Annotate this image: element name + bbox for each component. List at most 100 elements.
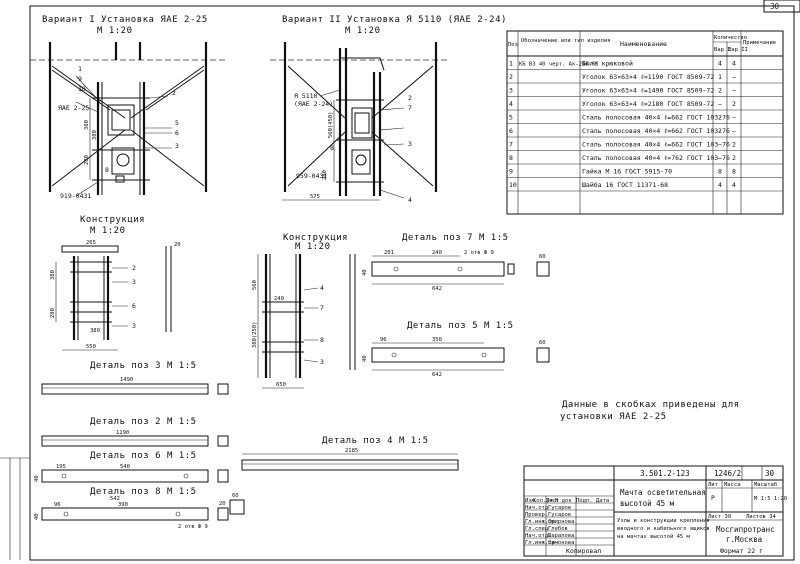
spec-row-name: Сталь полосовая 40×4 ℓ=762 ГОСТ 103-76 [582, 154, 730, 162]
sheet-border [29, 5, 795, 561]
svg-text:2: 2 [408, 94, 412, 102]
detail3-view: Деталь поз 3 М 1:5 1490 [41, 361, 229, 395]
data-note-line1: Данные в скобках приведены для [562, 399, 740, 410]
spec-row-v1: — [718, 100, 722, 108]
svg-text:60: 60 [232, 493, 239, 499]
role-name: Шарапова [548, 533, 575, 539]
spec-row-pos: 4 [509, 100, 513, 108]
svg-text:Лист 30: Лист 30 [708, 514, 731, 520]
spec-row-v1: 2 [718, 87, 722, 95]
spec-row-name: Гайка М 16 ГОСТ 5915-70 [582, 168, 672, 176]
detail2-title: Деталь поз 2 М 1:5 [90, 417, 197, 427]
svg-text:240: 240 [274, 296, 284, 302]
svg-text:Масштаб: Масштаб [754, 481, 777, 488]
role-name: Симонова [548, 540, 575, 546]
svg-text:380: 380 [50, 270, 56, 280]
svg-text:Масса: Масса [724, 482, 741, 488]
svg-text:2185: 2185 [345, 448, 358, 454]
svg-text:60: 60 [539, 340, 546, 346]
svg-text:Р: Р [711, 494, 715, 502]
svg-text:6: 6 [175, 129, 179, 137]
change-header: Изм [525, 498, 536, 504]
construction1-title: Конструкция [80, 215, 145, 225]
svg-text:4: 4 [408, 196, 412, 204]
detail6-title: Деталь поз 6 М 1:5 [90, 451, 197, 461]
svg-text:3: 3 [132, 278, 136, 286]
svg-text:240: 240 [432, 250, 442, 256]
svg-text:3: 3 [408, 140, 412, 148]
data-note-line2: установки ЯАЕ 2-25 [560, 412, 667, 422]
variant2-sub: 959-0431 [296, 172, 327, 180]
role-name: Смирнова [548, 519, 575, 525]
svg-text:3: 3 [132, 322, 136, 330]
subtitle-line1: Узлы и конструкции крепления [617, 518, 710, 524]
svg-text:20: 20 [219, 501, 226, 507]
spec-row-v2: 4 [732, 60, 736, 68]
detail3-title: Деталь поз 3 М 1:5 [90, 361, 197, 371]
spec-row-pos: 2 [509, 73, 513, 81]
svg-text:9: 9 [78, 75, 82, 83]
spec-row-v1: 4 [718, 181, 722, 189]
svg-text:Лит: Лит [708, 482, 718, 488]
variant2-view: Вариант II Установка Я 5110 (ЯАЕ 2-24) М… [270, 15, 506, 204]
spec-row-pos: 1 [509, 60, 513, 68]
spec-row-v1: 2 [718, 114, 722, 122]
subtitle-line2: вводного и кабельного ящиков [617, 525, 710, 532]
role-title: Нач.отд [525, 505, 549, 511]
svg-text:60: 60 [539, 254, 546, 260]
spec-row-name: Шайба 16 ГОСТ 11371-68 [582, 181, 668, 189]
svg-text:8: 8 [330, 144, 334, 152]
change-header: Кол.уч [533, 498, 553, 504]
change-header: Лист [546, 498, 559, 504]
detail8-view: Деталь поз 8 М 1:5 542 96 390 2 отв Ф 9 … [34, 487, 229, 530]
svg-text:2 отв Ф 9: 2 отв Ф 9 [178, 524, 208, 530]
spec-row-v2: 2 [732, 154, 736, 162]
construction1-view: Конструкция М 1:20 265 2 3 6 3 380 280 3… [50, 215, 181, 351]
svg-text:390: 390 [118, 502, 128, 508]
svg-text:2 отв Ф 9: 2 отв Ф 9 [464, 250, 494, 256]
spec-row-pos: 7 [509, 141, 513, 149]
svg-text:1190: 1190 [116, 430, 129, 436]
svg-text:8: 8 [105, 166, 109, 174]
svg-text:550: 550 [86, 344, 96, 350]
svg-text:7: 7 [320, 304, 324, 312]
svg-text:280: 280 [50, 308, 56, 318]
subtitle-line3: на мачтах высотой 45 м [617, 534, 691, 540]
svg-text:650: 650 [276, 382, 286, 388]
svg-text:1490: 1490 [120, 377, 133, 383]
detail5-title: Деталь поз 5 М 1:5 [407, 321, 514, 331]
svg-text:96: 96 [54, 502, 61, 508]
change-header: Дата [596, 498, 609, 504]
detail7-title: Деталь поз 7 М 1:5 [402, 233, 509, 243]
svg-text:642: 642 [432, 286, 442, 292]
spec-row-name: Сталь полосовая 40×4 ℓ=662 ГОСТ 103-76 [582, 127, 730, 135]
svg-text:6: 6 [132, 302, 136, 310]
construction1-scale: М 1:20 [90, 226, 126, 236]
role-title: Нач.отд [525, 533, 549, 539]
spec-row-v1: — [718, 154, 722, 162]
svg-text:96: 96 [380, 337, 387, 343]
svg-text:20: 20 [174, 242, 181, 248]
role-title: Провер. [525, 512, 548, 518]
variant2-scale: М 1:20 [345, 26, 381, 36]
detail2-view: Деталь поз 2 М 1:5 1190 [41, 417, 229, 447]
svg-text:350: 350 [432, 337, 442, 343]
svg-text:380(250): 380(250) [252, 322, 258, 349]
svg-text:280: 280 [84, 155, 90, 165]
change-header: N док [555, 498, 572, 504]
sheet-num: 30 [765, 469, 775, 478]
spec-h-designation: Обозначение или тип изделия [521, 37, 610, 44]
svg-text:10: 10 [78, 85, 86, 93]
variant1-scale: М 1:20 [97, 26, 133, 36]
spec-row-pos: 5 [509, 114, 513, 122]
spec-table: Поз Обозначение или тип изделия Наименов… [506, 30, 784, 215]
svg-text:540: 540 [120, 464, 130, 470]
spec-row-pos: 3 [509, 87, 513, 95]
spec-h-pos: Поз [508, 42, 518, 48]
copied-label: Копировал [566, 547, 601, 555]
